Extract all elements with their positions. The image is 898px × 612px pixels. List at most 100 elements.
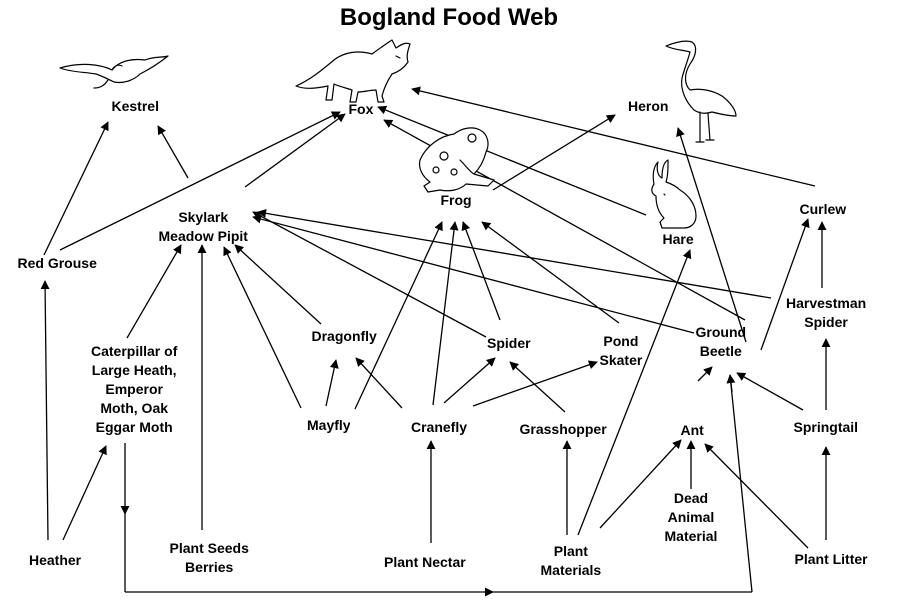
feeding-arrow — [355, 357, 403, 409]
feeding-arrow — [481, 221, 620, 324]
node-label-line: Spider — [487, 335, 531, 351]
node-red-grouse: Red Grouse — [18, 254, 97, 273]
node-label-line: Skater — [599, 352, 643, 368]
node-springtail: Springtail — [794, 418, 859, 437]
node-label-line: Ant — [680, 422, 704, 438]
feeding-arrow — [223, 246, 302, 409]
feeding-arrows — [40, 86, 831, 597]
node-label-line: Plant Litter — [794, 551, 868, 567]
node-label-line: Plant Seeds — [169, 540, 249, 556]
node-label-line: Large Heath, — [91, 362, 177, 378]
feeding-arrow — [234, 244, 322, 325]
feeding-arrow — [62, 445, 107, 541]
feeding-arrow — [577, 249, 692, 536]
node-label-line: Springtail — [793, 419, 859, 435]
node-label-line: Cranefly — [411, 419, 468, 435]
feeding-arrow — [411, 86, 816, 187]
node-label-line: Berries — [185, 559, 234, 575]
feeding-arrow — [736, 372, 804, 411]
feeding-arrow — [43, 121, 109, 256]
node-plant-litter: Plant Litter — [795, 550, 868, 569]
feeding-arrow — [157, 125, 189, 179]
node-dragonfly: Dragonfly — [312, 327, 377, 346]
node-label-line: Animal — [667, 509, 715, 525]
heron-illustration — [665, 40, 737, 143]
node-label-line: Pond — [603, 333, 639, 349]
node-label-line: Material — [664, 528, 718, 544]
node-label-line: Ground — [695, 324, 747, 340]
node-label-line: Plant — [553, 543, 588, 559]
animal-illustrations — [59, 39, 737, 229]
node-frog: Frog — [441, 191, 472, 210]
node-label-line: Harvestman — [786, 295, 867, 311]
feeding-arrow — [252, 211, 487, 338]
feeding-arrow — [492, 114, 616, 191]
feeding-arrow — [704, 443, 809, 549]
diagram-title: Bogland Food Web — [339, 4, 559, 31]
node-label-line: Red Grouse — [17, 255, 97, 271]
node-heron: Heron — [628, 97, 668, 116]
feeding-arrow — [59, 111, 341, 251]
node-label-line: Plant Nectar — [384, 554, 466, 570]
feeding-arrow — [509, 361, 566, 413]
node-label-line: Materials — [540, 562, 602, 578]
feeding-arrow — [377, 105, 647, 216]
node-cranefly: Cranefly — [411, 418, 467, 437]
node-hare: Hare — [663, 230, 694, 249]
node-spider: Spider — [487, 334, 531, 353]
node-label-line: Fox — [348, 101, 374, 117]
node-label-line: Caterpillar of — [91, 343, 178, 359]
node-mayfly: Mayfly — [307, 416, 351, 435]
feeding-arrow — [676, 127, 747, 343]
feeding-arrow — [599, 439, 682, 529]
node-label-line: Beetle — [699, 343, 742, 359]
node-label-line: Spider — [804, 314, 848, 330]
node-label-line: Hare — [662, 231, 694, 247]
node-label-line: Eggar Moth — [95, 419, 173, 435]
node-curlew: Curlew — [800, 200, 847, 219]
node-label-line: Heather — [29, 552, 82, 568]
node-ant: Ant — [681, 421, 704, 440]
node-label-line: Meadow Pipit — [158, 228, 248, 244]
connector-line — [729, 374, 753, 593]
node-heather: Heather — [29, 551, 81, 570]
feeding-arrow — [257, 208, 772, 299]
feeding-arrow — [760, 218, 810, 351]
node-label-line: Kestrel — [111, 98, 159, 114]
fox-illustration — [295, 39, 411, 103]
feeding-arrow — [354, 221, 443, 410]
feeding-arrow — [325, 359, 339, 407]
node-label-line: Emperor — [105, 381, 163, 397]
node-label-line: Moth, Oak — [100, 400, 169, 416]
node-label-line: Dead — [673, 490, 709, 506]
node-label-line: Dragonfly — [311, 328, 377, 344]
connector-lines — [124, 374, 753, 593]
node-label-line: Curlew — [799, 201, 847, 217]
node-label-line: Grasshopper — [519, 421, 607, 437]
feeding-arrow — [443, 357, 496, 404]
feeding-arrow — [126, 244, 182, 339]
feeding-arrow — [40, 280, 50, 541]
kestrel-illustration — [59, 55, 169, 89]
node-label-line: Skylark — [178, 209, 229, 225]
hare-illustration — [651, 159, 697, 229]
node-grasshopper: Grasshopper — [520, 420, 607, 439]
feeding-arrow — [697, 366, 713, 382]
feeding-arrow — [432, 221, 459, 406]
frog-illustration — [418, 127, 495, 193]
node-fox: Fox — [349, 100, 374, 119]
feeding-arrow — [244, 113, 346, 188]
node-kestrel: Kestrel — [112, 97, 159, 116]
node-plant-nectar: Plant Nectar — [384, 553, 466, 572]
feeding-arrow — [461, 221, 501, 321]
node-label-line: Mayfly — [307, 417, 351, 433]
